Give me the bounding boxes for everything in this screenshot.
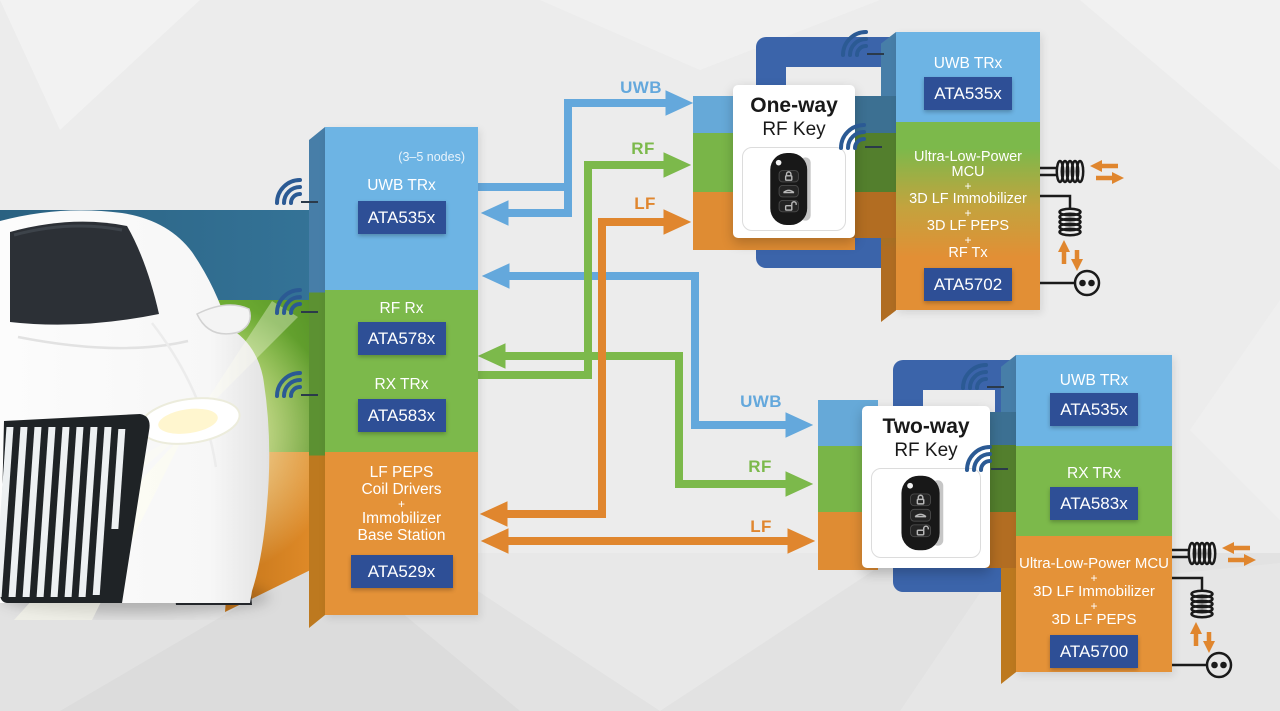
unlock-icon: [916, 529, 925, 536]
nodes-note: (3–5 nodes): [398, 150, 465, 164]
part-chip-ata583x: ATA583x: [357, 399, 446, 432]
key-fob-image-frame: [871, 468, 981, 558]
two-way-key-subtitle: RF Key: [894, 440, 958, 461]
one-way-mcu-section: Ultra-Low-Power MCU + 3D LF Immobilizer …: [896, 122, 1040, 310]
wifi-icon: [275, 371, 318, 398]
lock-icon-shackle: [785, 171, 792, 176]
uwb-label-two-way: UWB: [740, 392, 782, 411]
stack-lf-line: Immobilizer: [361, 510, 442, 527]
wifi-icon: [965, 445, 1008, 472]
mcu-line: 3D LF PEPS: [926, 218, 1010, 234]
mcu-line: Ultra-Low-Power MCU: [1018, 555, 1170, 572]
mcu-line: RF Tx: [948, 245, 988, 261]
wifi-icon: [841, 30, 884, 57]
mcu-line: 3D LF Immobilizer: [909, 191, 1027, 207]
two-way-uwb-label: UWB TRx: [1059, 372, 1129, 389]
two-way-lf-antenna-icons: [1172, 541, 1256, 679]
car-illustration: [0, 210, 298, 620]
one-way-uwb-label: UWB TRx: [933, 55, 1003, 72]
v-coil-icon: [1058, 207, 1082, 217]
coil-lead-l: [1172, 576, 1204, 590]
v-coil-icon: [1190, 589, 1214, 599]
unlock-icon: [784, 204, 793, 211]
coil-lead-l: [1040, 194, 1072, 208]
two-way-key-title: Two-way: [882, 415, 970, 438]
lf-label-one-way: LF: [634, 194, 656, 213]
stack-uwb-section: (3–5 nodes) UWB TRx ATA535x: [325, 127, 478, 290]
mcu-plus: +: [964, 179, 972, 193]
key-fob-icon: [901, 475, 944, 551]
pushbutton-icon: [1205, 651, 1233, 679]
wifi-icon: [961, 363, 1004, 390]
stack-3d-edge: [309, 127, 325, 628]
two-way-rxtrx-label: RX TRx: [1067, 465, 1121, 482]
lock-icon: [916, 498, 925, 505]
rf-label-one-way: RF: [631, 139, 655, 158]
unlock-icon-shackle: [923, 525, 929, 531]
wifi-icon: [275, 288, 318, 315]
key-fob-icon: [770, 152, 811, 226]
vehicle-node-stack: (3–5 nodes) UWB TRx ATA535x RF Rx ATA578…: [325, 127, 478, 615]
mcu-plus: +: [964, 206, 972, 220]
coil-leads: [1040, 166, 1056, 177]
key-fob-image-frame: [742, 147, 846, 231]
part-chip-ata535x-key2: ATA535x: [1050, 393, 1138, 426]
part-chip-ata535x-key1: ATA535x: [924, 77, 1012, 110]
mcu-line: 3D LF Immobilizer: [1033, 583, 1155, 600]
one-way-uwb-section: UWB TRx ATA535x: [896, 32, 1040, 122]
part-chip-ata535x: ATA535x: [357, 201, 446, 234]
h-coil-icon: [1055, 159, 1065, 184]
two-way-rf-section: RX TRx ATA583x: [1016, 446, 1172, 536]
part-chip-ata529x: ATA529x: [350, 555, 453, 588]
unlock-icon-shackle: [791, 201, 797, 206]
trunk-icon: [783, 189, 795, 194]
floor-facets: [60, 553, 1280, 711]
lock-icon: [784, 175, 793, 181]
stack-lf-line: Base Station: [357, 527, 446, 544]
pushbutton-icon: [1073, 269, 1101, 297]
uwb-label-one-way: UWB: [620, 78, 662, 97]
stack-lf-line: LF PEPS: [369, 464, 434, 481]
lock-icon-shackle: [917, 494, 924, 500]
trunk-icon: [914, 513, 927, 518]
one-way-key-unit: UWB TRx ATA535x Ultra-Low-Power MCU + 3D…: [896, 32, 1040, 310]
stack-uwb-label: UWB TRx: [367, 177, 436, 194]
lf-label-two-way: LF: [750, 517, 772, 536]
stack-lf-line: Coil Drivers: [361, 481, 442, 498]
stack-rfrx-label: RF Rx: [379, 300, 424, 317]
two-way-key-card: Two-way RF Key: [862, 406, 990, 568]
wifi-icon: [839, 123, 882, 150]
part-chip-ata583x-key2: ATA583x: [1050, 487, 1138, 520]
one-way-key-card: One-way RF Key: [733, 85, 855, 238]
stack-lf-section: LF PEPS Coil Drivers + Immobilizer Base …: [325, 452, 478, 615]
mcu-line: Ultra-Low-Power MCU: [914, 149, 1022, 180]
stack-lf-plus: +: [397, 497, 405, 511]
stack-rxtrx-label: RX TRx: [374, 376, 429, 393]
coil-leads: [1172, 548, 1188, 559]
part-chip-ata578x: ATA578x: [357, 322, 446, 355]
two-way-uwb-section: UWB TRx ATA535x: [1016, 355, 1172, 446]
part-chip-ata5700: ATA5700: [1050, 635, 1138, 668]
one-way-key-subtitle: RF Key: [762, 119, 826, 140]
part-chip-ata5702: ATA5702: [924, 268, 1012, 301]
one-way-lf-antenna-icons: [1040, 159, 1124, 297]
mcu-plus: +: [964, 233, 972, 247]
stack-rf-section: RF Rx ATA578x RX TRx ATA583x: [325, 290, 478, 452]
one-way-lf-band-shadow: [848, 192, 897, 238]
h-coil-icon: [1187, 541, 1197, 566]
two-way-mcu-section: Ultra-Low-Power MCU + 3D LF Immobilizer …: [1016, 536, 1172, 672]
mcu-plus: +: [1090, 571, 1098, 585]
two-way-key-unit: UWB TRx ATA535x RX TRx ATA583x Ultra-Low…: [1016, 355, 1172, 672]
wifi-icon: [275, 178, 318, 205]
mcu-plus: +: [1090, 599, 1098, 613]
rf-label-two-way: RF: [748, 457, 772, 476]
mcu-line: 3D LF PEPS: [1051, 611, 1137, 628]
one-way-key-title: One-way: [750, 94, 838, 117]
